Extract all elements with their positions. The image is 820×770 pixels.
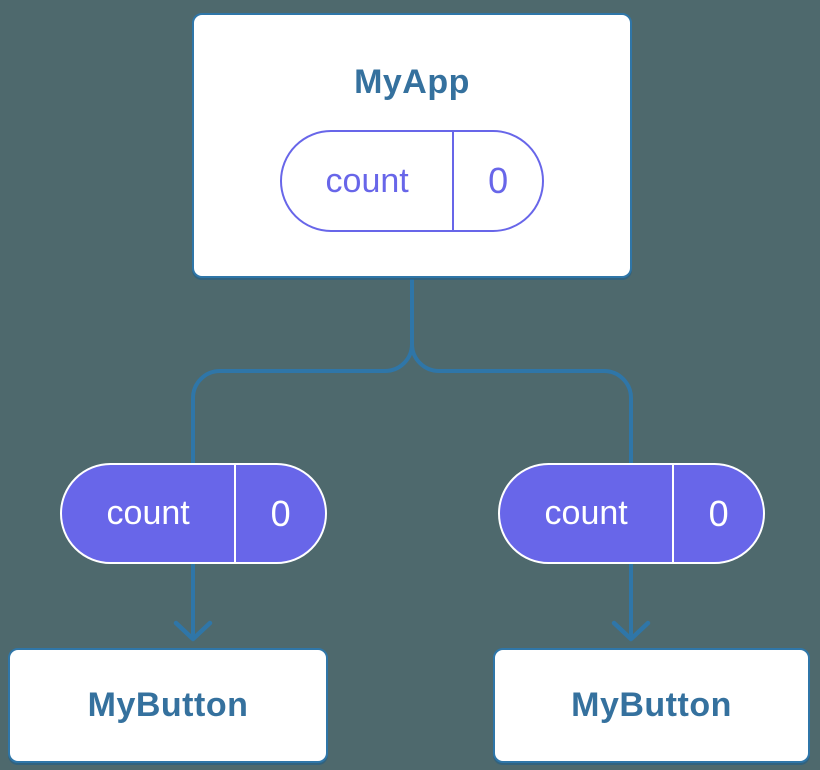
component-title: MyButton <box>87 686 249 724</box>
fork-connector-right <box>410 279 633 636</box>
state-value: 0 <box>672 465 763 562</box>
arrow-down-icon <box>611 620 651 642</box>
state-value: 0 <box>452 132 542 230</box>
state-name: count <box>544 494 628 532</box>
component-node-mybutton-right: MyButton <box>493 648 810 763</box>
state-name: count <box>325 161 409 200</box>
state-pill-mybutton-left: count 0 <box>60 463 327 564</box>
state-pill-myapp: count 0 <box>280 130 544 232</box>
state-pill-mybutton-right: count 0 <box>498 463 765 564</box>
component-node-myapp: MyApp count 0 <box>192 13 632 278</box>
state-value: 0 <box>234 465 325 562</box>
state-name: count <box>106 494 190 532</box>
arrow-down-icon <box>173 620 213 642</box>
component-title: MyButton <box>571 686 732 724</box>
component-node-mybutton-left: MyButton <box>8 648 328 763</box>
component-title: MyApp <box>354 63 470 101</box>
fork-connector-left <box>191 279 414 636</box>
